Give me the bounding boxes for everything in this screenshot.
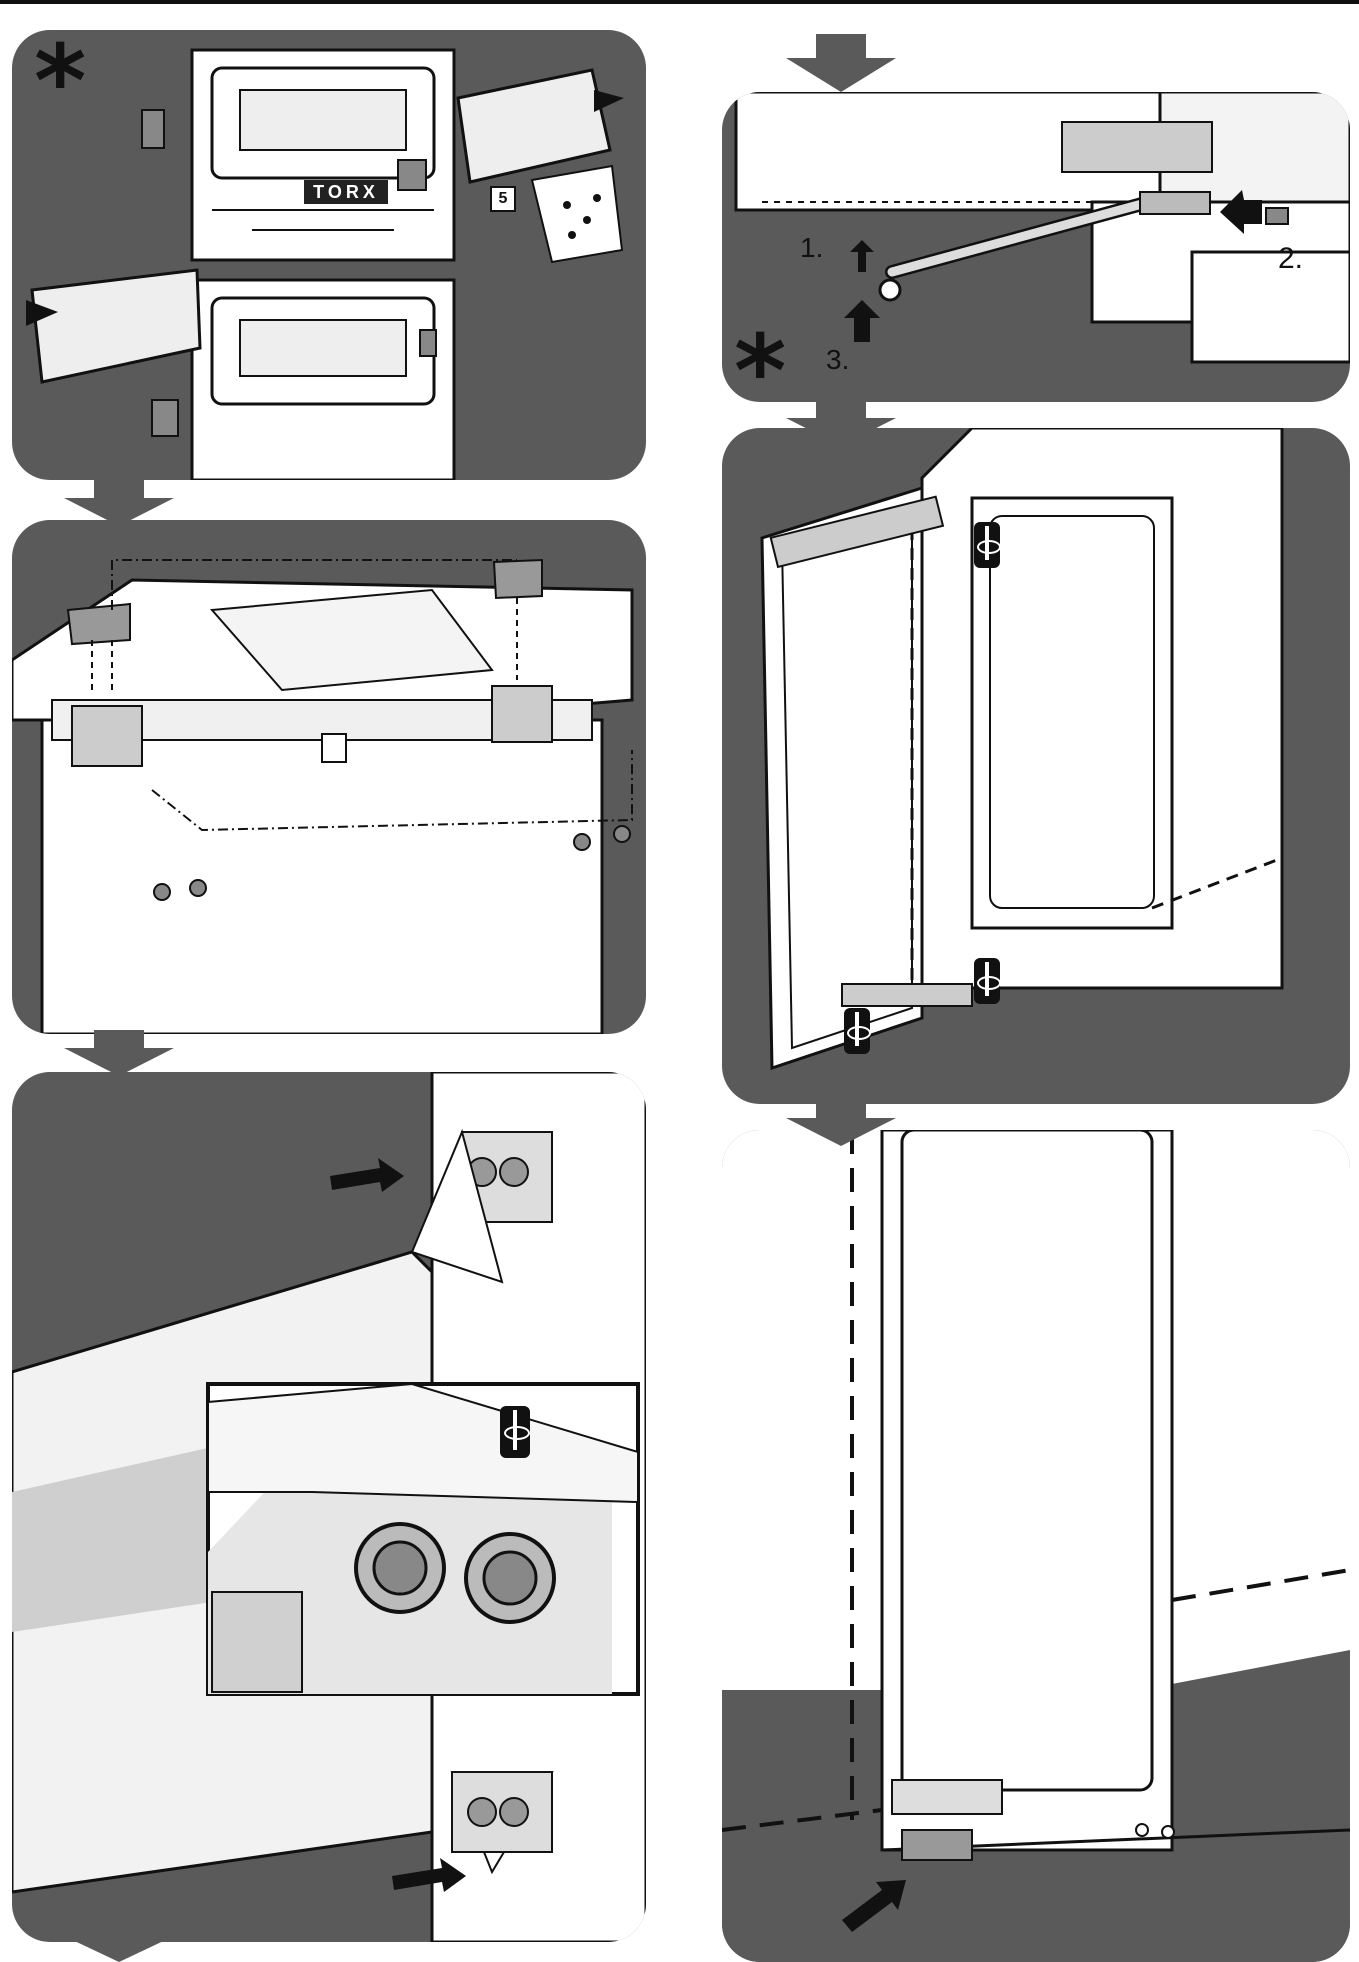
part-number-label: 5 xyxy=(490,186,516,212)
down-arrow-icon xyxy=(64,480,174,526)
screwdriver-rotate-icon xyxy=(974,958,1001,1004)
panel-hinge-adjust xyxy=(722,428,1350,1104)
base-cover-illustration xyxy=(722,1130,1350,1962)
step-3-label: 3. xyxy=(826,344,850,375)
panel-base-cover xyxy=(722,1130,1350,1962)
screwdriver-rotate-icon xyxy=(500,1406,530,1458)
torx-label: TORX xyxy=(304,180,388,204)
optional-step-star: * xyxy=(734,313,787,403)
down-arrow-icon xyxy=(64,1920,174,1962)
panel-bracket-mount xyxy=(12,520,646,1034)
down-arrow-icon xyxy=(786,34,896,92)
panel-damper-install: 1. 2. 3. * xyxy=(722,92,1350,402)
hinge-detail-illustration xyxy=(12,1072,646,1942)
screwdriver-rotate-icon xyxy=(974,522,1001,568)
optional-step-star: * xyxy=(34,30,87,140)
down-arrow-icon xyxy=(64,1030,174,1076)
step-2-label: 2. xyxy=(1278,242,1304,275)
damper-illustration xyxy=(734,92,1350,364)
door-swap-illustration xyxy=(26,48,624,480)
panel-hinge-detail xyxy=(12,1072,646,1942)
hinge-adjust-illustration xyxy=(760,428,1284,1071)
bracket-mount-illustration xyxy=(12,558,634,1034)
step-1-label: 1. xyxy=(800,232,824,263)
screwdriver-rotate-icon xyxy=(844,1008,871,1054)
panel-door-swap: * TORX 5 xyxy=(12,30,646,480)
down-arrow-icon xyxy=(786,1100,896,1146)
down-arrow-icon xyxy=(786,400,896,446)
top-rule xyxy=(0,0,1359,4)
